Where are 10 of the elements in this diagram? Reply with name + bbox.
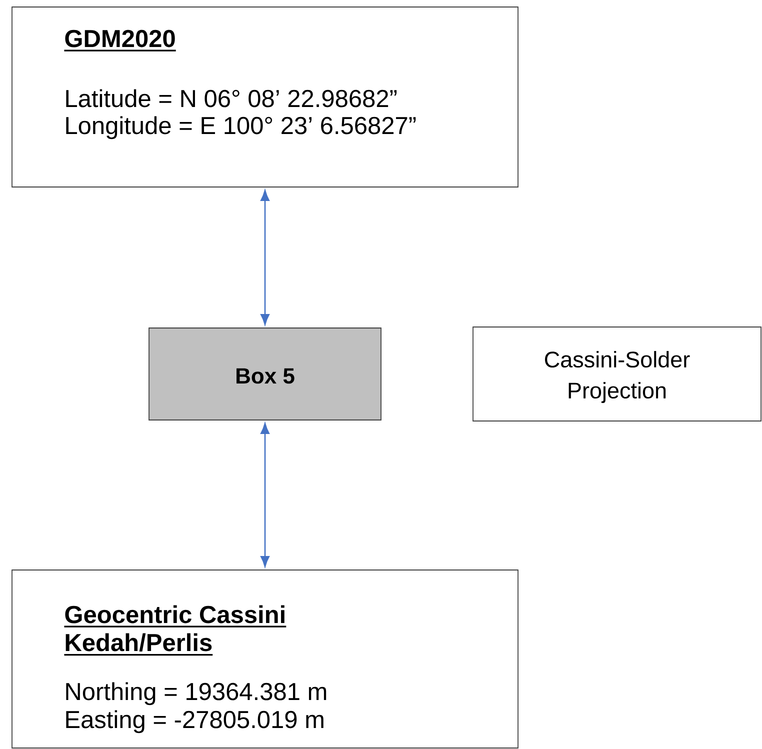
arrow: [260, 423, 270, 567]
coordinate-text: Easting = -27805.019 m: [66, 710, 324, 734]
arrow: [260, 190, 270, 325]
box-label: Cassini-Solder Projection: [545, 351, 690, 403]
heading: GDM2020: [64, 30, 176, 52]
heading: Geocentric Cassini Kedah/Perlis: [64, 605, 286, 656]
box-label: Box 5: [236, 368, 294, 384]
coordinate-text: Northing = 19364.381 m: [66, 682, 326, 706]
coordinate-text: Latitude = N 06° 08’ 22.98682”: [66, 89, 397, 108]
coordinate-text: Longitude = E 100° 23’ 6.56827”: [66, 116, 416, 140]
